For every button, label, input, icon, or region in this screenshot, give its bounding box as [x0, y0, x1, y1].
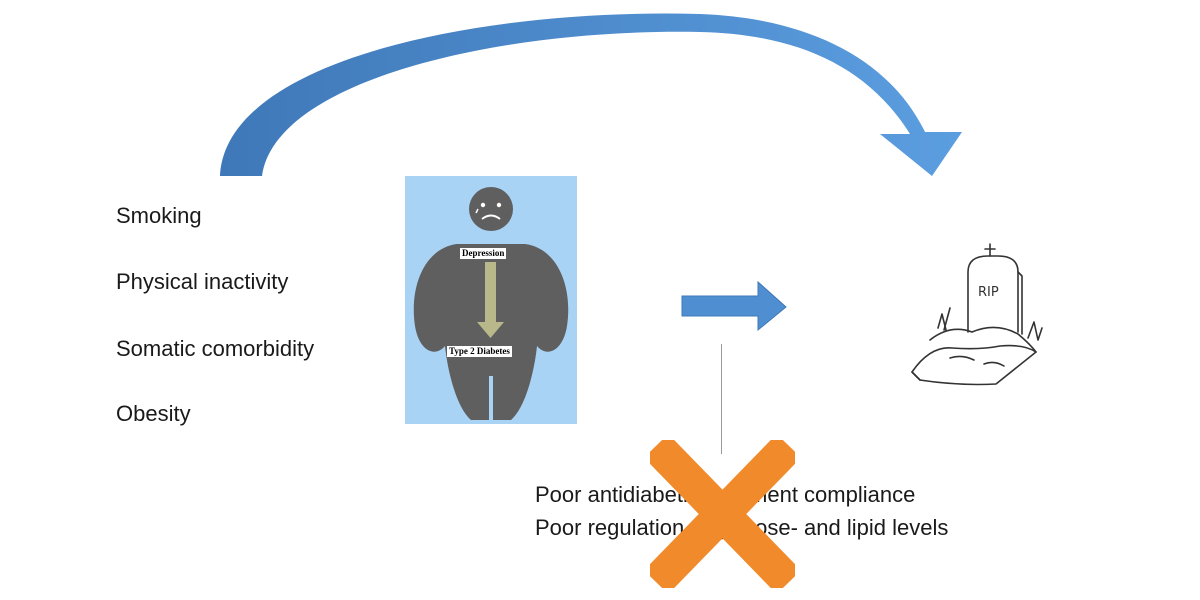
connector-line: [721, 344, 722, 454]
depression-diabetes-figure: Depression Type 2 Diabetes: [405, 176, 577, 424]
tombstone-text: RIP: [978, 285, 999, 300]
risk-factor-physical-inactivity: Physical inactivity: [116, 269, 289, 294]
risk-factor-smoking: Smoking: [116, 203, 202, 228]
cross-mark-icon: [650, 440, 795, 588]
grave-icon: RIP: [911, 243, 1043, 386]
right-arrow-icon: [681, 280, 787, 332]
depression-label: Depression: [460, 248, 507, 259]
risk-factor-obesity: Obesity: [116, 401, 191, 426]
type-2-diabetes-label: Type 2 Diabetes: [447, 346, 512, 357]
sad-person-icon: [413, 187, 569, 420]
risk-factor-somatic-comorbidity: Somatic comorbidity: [116, 336, 315, 361]
